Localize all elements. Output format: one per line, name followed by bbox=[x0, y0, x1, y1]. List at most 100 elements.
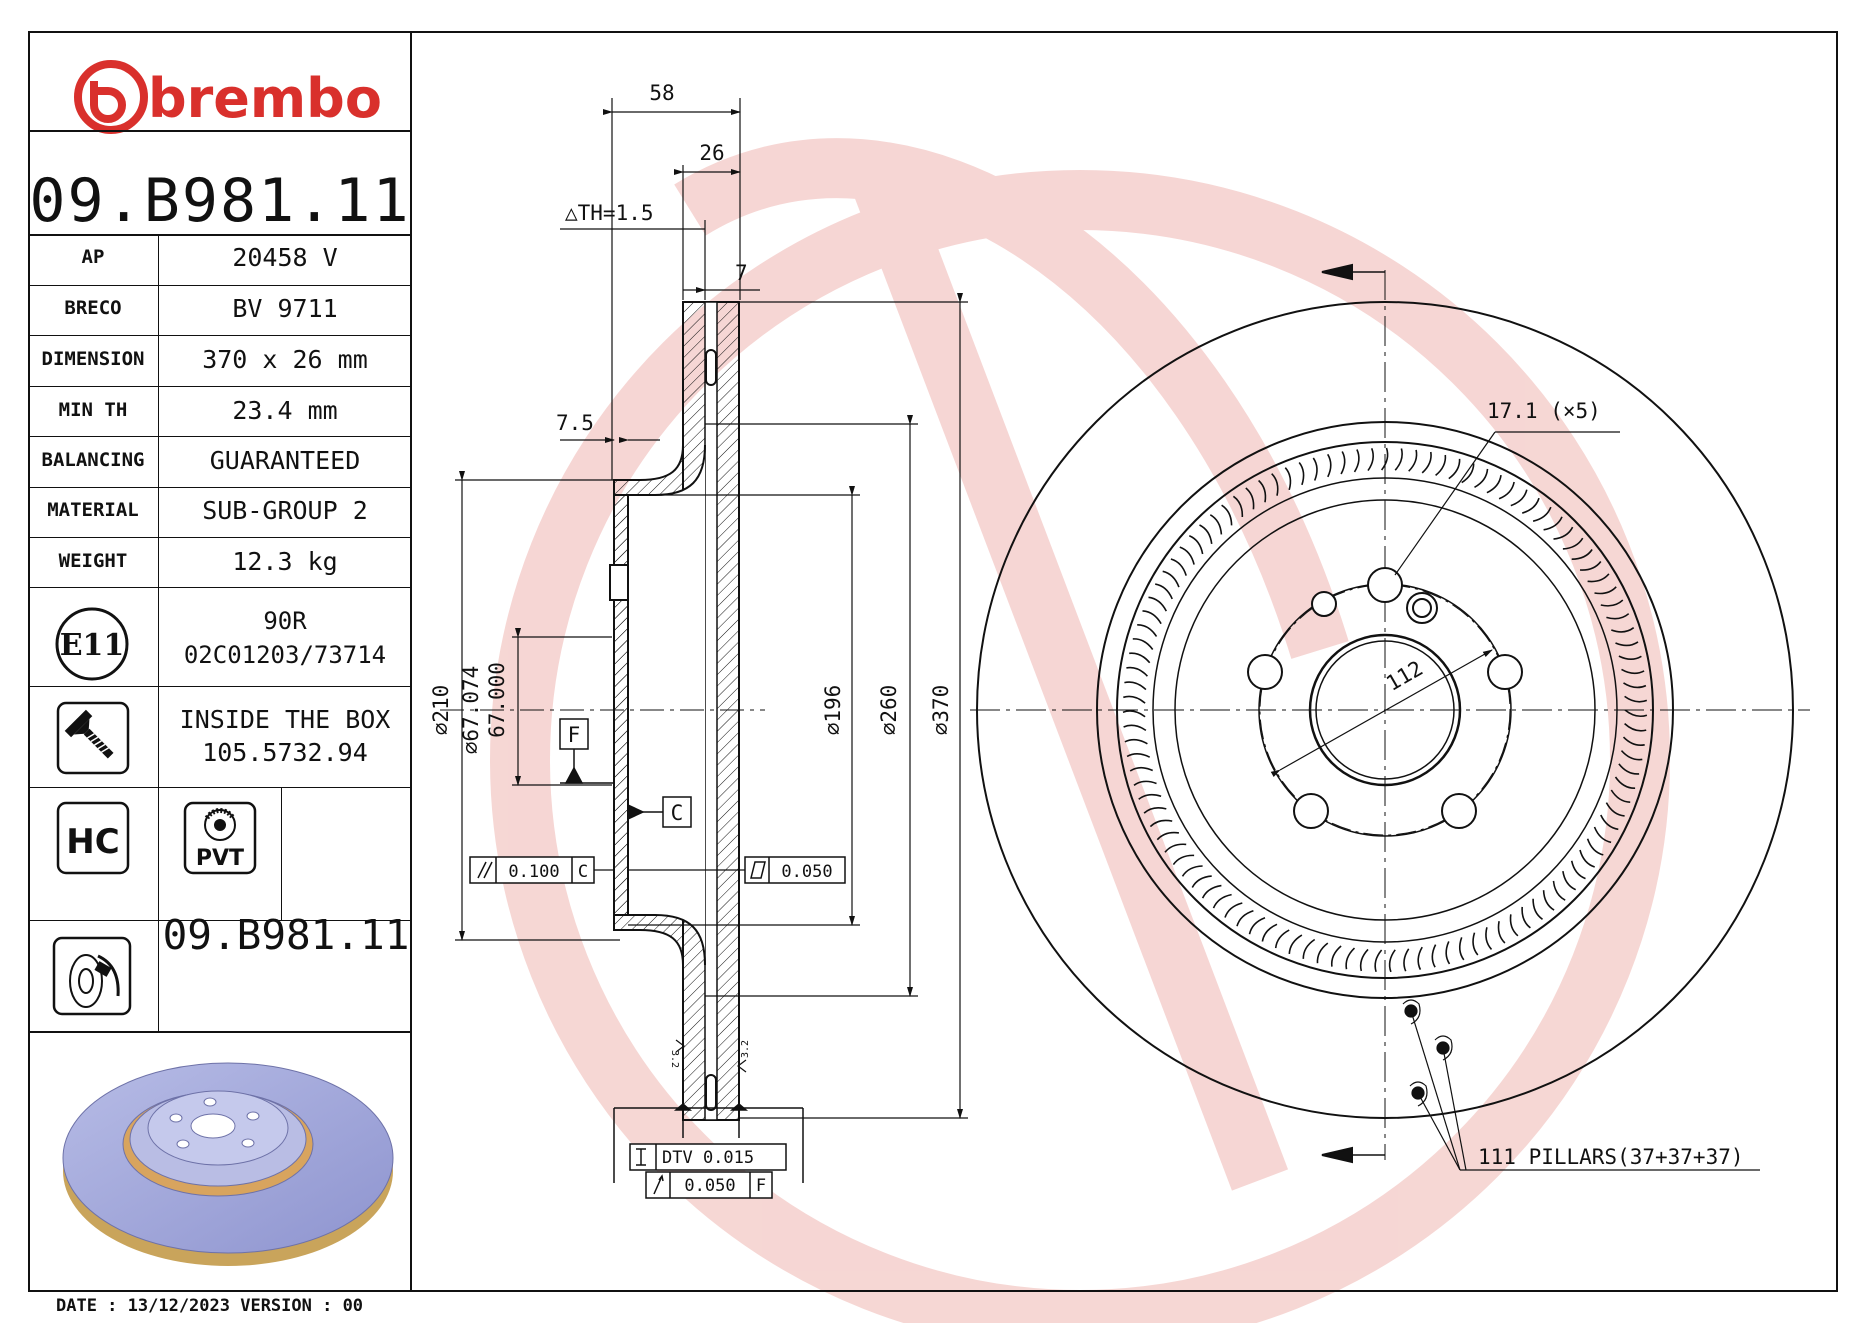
brand-name: brembo bbox=[148, 67, 382, 130]
vane-pillar bbox=[1129, 766, 1154, 772]
vane-pillar bbox=[1126, 753, 1151, 758]
vane-pillar bbox=[1212, 893, 1232, 909]
parallel-tolerance: 0.100 bbox=[508, 862, 559, 882]
vane-pillar bbox=[1138, 793, 1162, 800]
ece-line1: 90R bbox=[263, 607, 307, 635]
vane-pillar bbox=[1137, 624, 1158, 637]
vane-pillar bbox=[1587, 573, 1610, 583]
date-version-footer: DATE : 13/12/2023 VERSION : 00 bbox=[56, 1296, 364, 1316]
vane-pillar bbox=[1621, 668, 1645, 675]
vane-pillar bbox=[1600, 599, 1624, 607]
vane-pillar bbox=[1191, 875, 1212, 888]
vane-pillar bbox=[1122, 710, 1146, 718]
pvt-text: PVT bbox=[196, 846, 244, 871]
brembo-logo: brembo bbox=[74, 60, 382, 134]
vane-pillar bbox=[1552, 880, 1566, 901]
vane-pillar bbox=[1162, 570, 1180, 588]
vane-pillar bbox=[1209, 514, 1223, 535]
pillars-count: 111 PILLARS(37+37+37) bbox=[1478, 1145, 1744, 1169]
vane-pillar bbox=[1261, 923, 1278, 942]
vane-pillar bbox=[1126, 666, 1148, 677]
spec-label-dimension: DIMENSION bbox=[41, 348, 145, 370]
vane-pillar bbox=[1408, 449, 1418, 472]
hc-icon: HC bbox=[56, 801, 130, 875]
vane-pillar bbox=[1124, 681, 1147, 691]
vane-pillar bbox=[1132, 638, 1154, 650]
vane-pillar bbox=[1461, 463, 1475, 484]
vane-pillar bbox=[1586, 838, 1604, 856]
drawing-frame bbox=[28, 31, 1838, 1292]
vane-pillar bbox=[1615, 641, 1639, 647]
flatness-tolerance: 0.050 bbox=[781, 862, 832, 882]
vane-pillar bbox=[1149, 819, 1173, 828]
vane-pillar bbox=[1394, 448, 1403, 471]
vane-pillar bbox=[1605, 802, 1625, 817]
vane-pillar bbox=[1359, 948, 1369, 972]
vane-pillar bbox=[1623, 682, 1647, 689]
vane-pillar bbox=[1142, 610, 1162, 625]
vane-pillar bbox=[1510, 489, 1528, 507]
vane-pillar bbox=[1258, 479, 1267, 503]
spec-label-material: MATERIAL bbox=[47, 499, 139, 521]
pcd-112: 112 bbox=[1382, 656, 1427, 696]
vane-pillar bbox=[1431, 944, 1437, 968]
vane-pillar bbox=[1353, 449, 1360, 473]
vane-pillar bbox=[1403, 948, 1410, 972]
spec-label-balancing: BALANCING bbox=[41, 449, 145, 471]
vane-pillar bbox=[1367, 448, 1374, 472]
vane-pillar bbox=[1133, 780, 1157, 786]
dim-7: 7 bbox=[735, 261, 748, 285]
dia-260: ⌀260 bbox=[877, 685, 901, 736]
screw-icon bbox=[56, 701, 130, 775]
vane-pillar bbox=[1521, 906, 1531, 929]
vane-pillar bbox=[1498, 481, 1515, 500]
vane-pillar bbox=[1148, 596, 1168, 612]
vane-pillar bbox=[1156, 831, 1180, 841]
vane-pillar bbox=[1600, 814, 1619, 831]
dim-7-5: 7.5 bbox=[556, 411, 594, 435]
spec-value-balancing: GUARANTEED bbox=[209, 446, 361, 475]
runout-tolerance: 0.050 bbox=[684, 1176, 735, 1196]
vane-pillar bbox=[1302, 938, 1316, 959]
vane-pillar bbox=[1618, 655, 1642, 660]
vane-pillar bbox=[1532, 506, 1552, 522]
dia-67-000: 67.000 bbox=[485, 662, 509, 738]
vane-pillar bbox=[1624, 695, 1648, 703]
vane-pillar bbox=[1521, 497, 1540, 514]
vane-pillar bbox=[1445, 941, 1451, 965]
part-number-footer: 09.B981.11 bbox=[162, 911, 410, 959]
vane-pillar bbox=[1532, 898, 1543, 920]
vane-pillar bbox=[1179, 546, 1195, 565]
vane-pillar bbox=[1245, 487, 1255, 510]
spec-value-dimension: 370 x 26 mm bbox=[202, 345, 368, 374]
ece-approval-number: 02C01203/73714 bbox=[183, 641, 387, 669]
vane-pillar bbox=[1199, 524, 1213, 545]
vane-pillar bbox=[1181, 865, 1203, 877]
vane-pillar bbox=[1614, 776, 1636, 790]
dim-th: △TH=1.5 bbox=[565, 201, 654, 225]
spec-value-material: SUB-GROUP 2 bbox=[202, 496, 368, 525]
datum-c: C bbox=[671, 801, 684, 825]
vane-pillar bbox=[1474, 468, 1489, 488]
vane-pillar bbox=[1248, 917, 1266, 935]
dia-196: ⌀196 bbox=[821, 685, 845, 736]
vane-pillar bbox=[1417, 946, 1423, 970]
vane-pillar bbox=[1421, 451, 1432, 474]
vane-pillar bbox=[1201, 884, 1222, 899]
vane-pillar bbox=[1618, 763, 1640, 775]
vane-pillar bbox=[1542, 890, 1555, 911]
disc-fitting-icon bbox=[52, 936, 132, 1016]
spec-label-ap: AP bbox=[81, 246, 105, 268]
vane-pillar bbox=[1611, 627, 1635, 633]
vane-pillar bbox=[1172, 854, 1195, 866]
spec-label-min-th: MIN TH bbox=[58, 399, 128, 421]
e11-badge-text: E11 bbox=[60, 628, 125, 663]
vane-pillar bbox=[1143, 807, 1167, 814]
vane-pillar bbox=[1274, 929, 1290, 949]
vane-pillar bbox=[1486, 474, 1502, 494]
parallel-ref: C bbox=[578, 862, 588, 882]
spec-value-ap: 20458 V bbox=[232, 243, 338, 272]
dia-67-074: ⌀67.074 bbox=[459, 666, 483, 755]
pvt-icon: PVT bbox=[183, 801, 257, 875]
front-view bbox=[970, 263, 1810, 1164]
